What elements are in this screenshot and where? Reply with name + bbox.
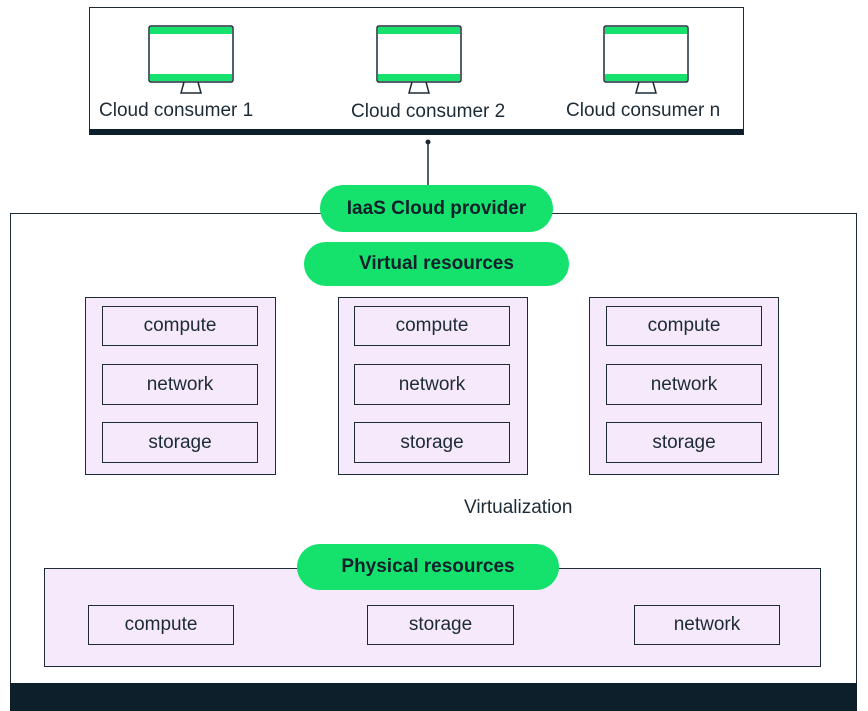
link-dot bbox=[425, 139, 431, 145]
provider-footer-bar bbox=[10, 683, 857, 711]
virtual-storage: storage bbox=[354, 422, 510, 463]
monitor-icon bbox=[148, 25, 234, 94]
virtual-resources-title: Virtual resources bbox=[304, 242, 569, 286]
virtual-compute: compute bbox=[102, 306, 258, 346]
physical-network: network bbox=[634, 605, 780, 645]
virtual-network: network bbox=[606, 364, 762, 405]
virtual-network: network bbox=[354, 364, 510, 405]
consumer-label: Cloud consumer 1 bbox=[99, 100, 254, 121]
virtualization-label: Virtualization bbox=[464, 497, 573, 518]
physical-resources-title: Physical resources bbox=[297, 544, 559, 590]
consumer-label: Cloud consumer 2 bbox=[351, 101, 506, 122]
monitor-icon bbox=[376, 25, 462, 94]
virtual-storage: storage bbox=[102, 422, 258, 463]
physical-storage: storage bbox=[367, 605, 514, 645]
virtual-compute: compute bbox=[354, 306, 510, 346]
virtual-network: network bbox=[102, 364, 258, 405]
physical-compute: compute bbox=[88, 605, 234, 645]
monitor-icon bbox=[603, 25, 689, 94]
virtual-storage: storage bbox=[606, 422, 762, 463]
virtual-compute: compute bbox=[606, 306, 762, 346]
provider-title: IaaS Cloud provider bbox=[320, 185, 553, 232]
consumer-label: Cloud consumer n bbox=[566, 100, 721, 121]
